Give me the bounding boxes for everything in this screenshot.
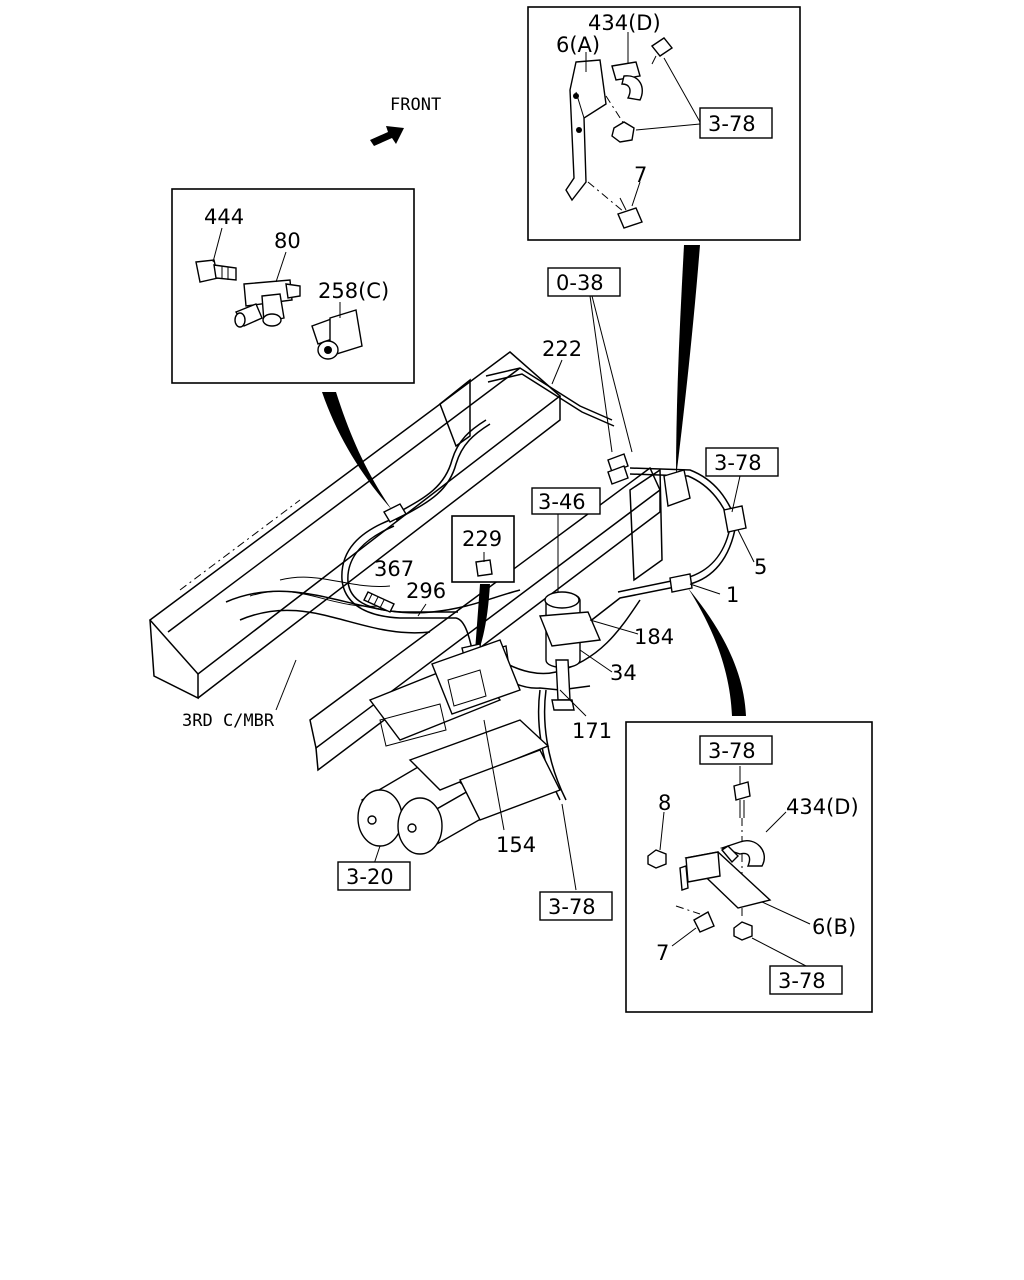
part-label-154: 154 — [496, 833, 536, 857]
part-label-296: 296 — [406, 579, 446, 603]
ref-label-3-78-detail-bottom: 3-78 — [778, 969, 826, 993]
part-label-444: 444 — [204, 205, 244, 229]
ref-label-3-20: 3-20 — [346, 865, 394, 889]
part-label-5: 5 — [754, 555, 767, 579]
detail-pointer-lower-right — [688, 588, 746, 716]
bolt-7-icon — [675, 905, 715, 933]
ref-label-3-78-mid: 3-78 — [714, 451, 762, 475]
air-tanks — [357, 639, 561, 855]
part-label-184: 184 — [634, 625, 674, 649]
valve-assembly — [538, 591, 602, 711]
front-indicator: FRONT — [370, 95, 441, 146]
part-label-7-bottom: 7 — [656, 941, 669, 965]
ref-label-3-78-detail-top: 3-78 — [708, 739, 756, 763]
nut-icon — [611, 121, 635, 143]
part-label-80: 80 — [274, 229, 301, 253]
bolt-icon — [650, 37, 674, 65]
bolt-444-icon — [195, 259, 237, 283]
ref-label-3-78-top: 3-78 — [708, 112, 756, 136]
ref-label-3-46: 3-46 — [538, 490, 586, 514]
elbow-258c-icon — [311, 309, 363, 360]
part-label-222: 222 — [542, 337, 582, 361]
clamp-434d-icon — [719, 840, 765, 867]
part-label-171: 171 — [572, 719, 612, 743]
chassis-frame — [148, 351, 663, 772]
stud-367-icon — [363, 591, 395, 613]
part-label-34: 34 — [610, 661, 637, 685]
leader-lines — [275, 295, 755, 891]
nut-icon — [733, 921, 753, 941]
part-label-229: 229 — [462, 527, 502, 551]
crossmember-label: 3RD C/MBR — [182, 711, 275, 731]
detail-box-bracket-a: 3-78 434(D) 6(A) 7 — [527, 6, 801, 241]
part-label-7-top: 7 — [634, 163, 647, 187]
nut-8-icon — [647, 849, 667, 869]
part-label-6b: 6(B) — [812, 915, 856, 939]
ref-label-0-38: 0-38 — [556, 271, 604, 295]
part-label-1: 1 — [726, 583, 739, 607]
tee-80-icon — [234, 279, 301, 328]
detail-pointer-upper-right — [676, 245, 700, 478]
pipe-fittings — [383, 453, 747, 665]
detail-pointer-upper-left — [322, 392, 392, 510]
part-label-258c: 258(C) — [318, 279, 389, 303]
part-label-434d-top: 434(D) — [588, 11, 661, 35]
part-label-8: 8 — [658, 791, 671, 815]
bolt-icon — [733, 781, 751, 818]
bolt-7-icon — [617, 197, 643, 229]
detail-box-bracket-b: 3-78 3-78 8 43 — [625, 721, 873, 1013]
detail-box-tee-fitting: 444 80 258(C) — [171, 188, 415, 384]
front-arrow-icon — [370, 126, 404, 146]
part-label-434d-bottom: 434(D) — [786, 795, 859, 819]
plug-229-icon — [475, 559, 493, 577]
part-label-367: 367 — [374, 557, 414, 581]
part-229-box: 229 — [451, 515, 515, 583]
ref-label-3-78-lower: 3-78 — [548, 895, 596, 919]
part-label-6a: 6(A) — [556, 33, 600, 57]
front-label: FRONT — [390, 95, 441, 115]
